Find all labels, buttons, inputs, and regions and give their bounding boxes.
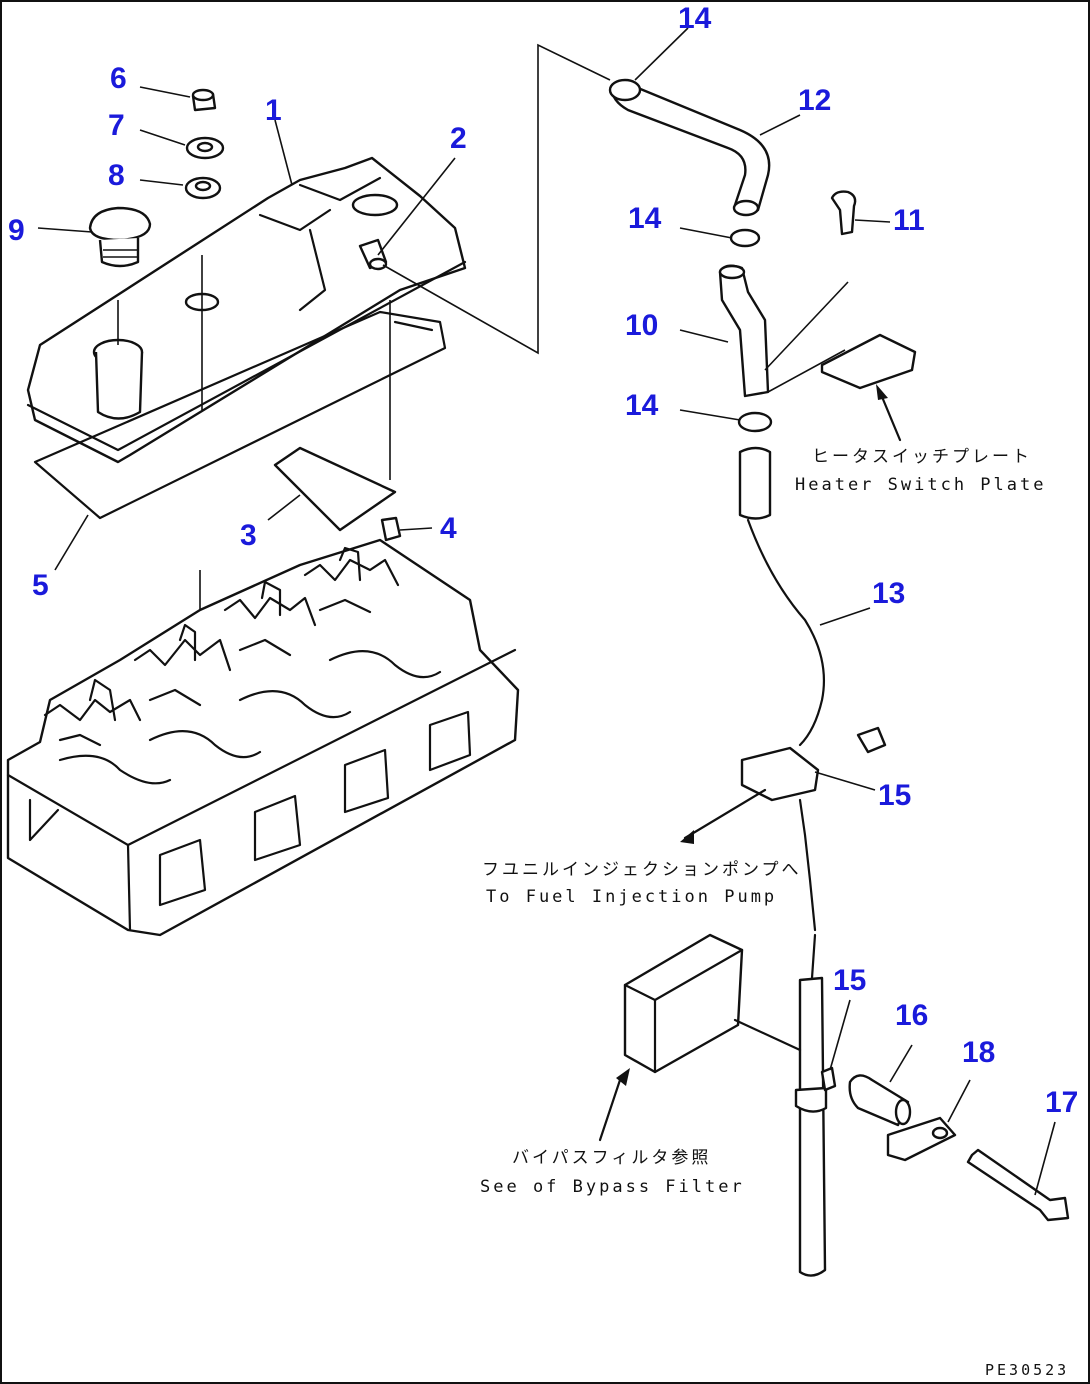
- heater-switch-plate-part: [820, 333, 917, 442]
- bolt-part: [830, 190, 857, 236]
- baffle-plate-part: [273, 446, 397, 532]
- rocker-cover-part: [26, 156, 467, 464]
- callout-15-lower: 15: [833, 964, 866, 997]
- upper-clamp-part: [680, 726, 887, 932]
- callout-5: 5: [32, 569, 49, 602]
- annotation-notes: ヒータスイッチプレート Heater Switch Plate フユニルインジェ…: [480, 447, 1069, 1379]
- leader-lines: [37, 27, 1056, 1196]
- callout-16: 16: [895, 999, 928, 1032]
- heater-switch-plate-note-jp: ヒータスイッチプレート: [812, 447, 1032, 467]
- callout-9: 9: [8, 214, 25, 247]
- callout-14-upper: 14: [678, 2, 712, 35]
- callout-1: 1: [265, 94, 282, 127]
- filter-pipe-part: [794, 933, 837, 1277]
- callout-4: 4: [440, 512, 457, 545]
- callout-labels: 1 2 3 4 5 6 7 8 9 10 11 12 13 14 14 14 1…: [8, 2, 1078, 1119]
- hose-clamp-part: [608, 78, 773, 433]
- fuel-injection-pump-note-jp: フユニルインジェクションポンプへ: [482, 860, 802, 880]
- breather-nipple-part: [358, 238, 388, 271]
- callout-17: 17: [1045, 1086, 1078, 1119]
- clip-part: [380, 516, 402, 542]
- cover-gasket-part: [33, 310, 447, 520]
- callout-3: 3: [240, 519, 257, 552]
- bypass-filter-note-en: See of Bypass Filter: [480, 1177, 745, 1197]
- heater-switch-plate-note-en: Heater Switch Plate: [795, 475, 1046, 495]
- drawing-code: PE30523: [985, 1361, 1069, 1379]
- heater-tube-part: [738, 446, 825, 747]
- fuel-injection-pump-note-en: To Fuel Injection Pump: [486, 887, 777, 907]
- callout-10: 10: [625, 309, 658, 342]
- cylinder-head-assembly: [6, 538, 520, 937]
- cover-bolt-part: [191, 88, 217, 112]
- oil-filler-cap-part: [88, 206, 152, 268]
- long-bolt-part: [966, 1148, 1070, 1222]
- washer-part: [185, 136, 225, 160]
- callout-14-lower: 14: [625, 389, 659, 422]
- bypass-filter-part: [598, 933, 802, 1142]
- callout-13: 13: [872, 577, 905, 610]
- seal-washer-part: [184, 176, 222, 200]
- callout-14-middle: 14: [628, 202, 662, 235]
- callout-11: 11: [893, 204, 925, 237]
- spacer-part: [848, 1074, 912, 1127]
- callout-15-upper: 15: [878, 779, 911, 812]
- callout-6: 6: [110, 62, 127, 95]
- callout-18: 18: [962, 1036, 995, 1069]
- callout-12: 12: [798, 84, 831, 117]
- callout-7: 7: [108, 109, 125, 142]
- mounting-plate-part: [886, 1116, 957, 1162]
- bypass-filter-note-jp: バイパスフィルタ参照: [512, 1148, 711, 1168]
- elbow-fitting-part: [718, 264, 849, 398]
- callout-8: 8: [108, 159, 125, 192]
- callout-2: 2: [450, 122, 467, 155]
